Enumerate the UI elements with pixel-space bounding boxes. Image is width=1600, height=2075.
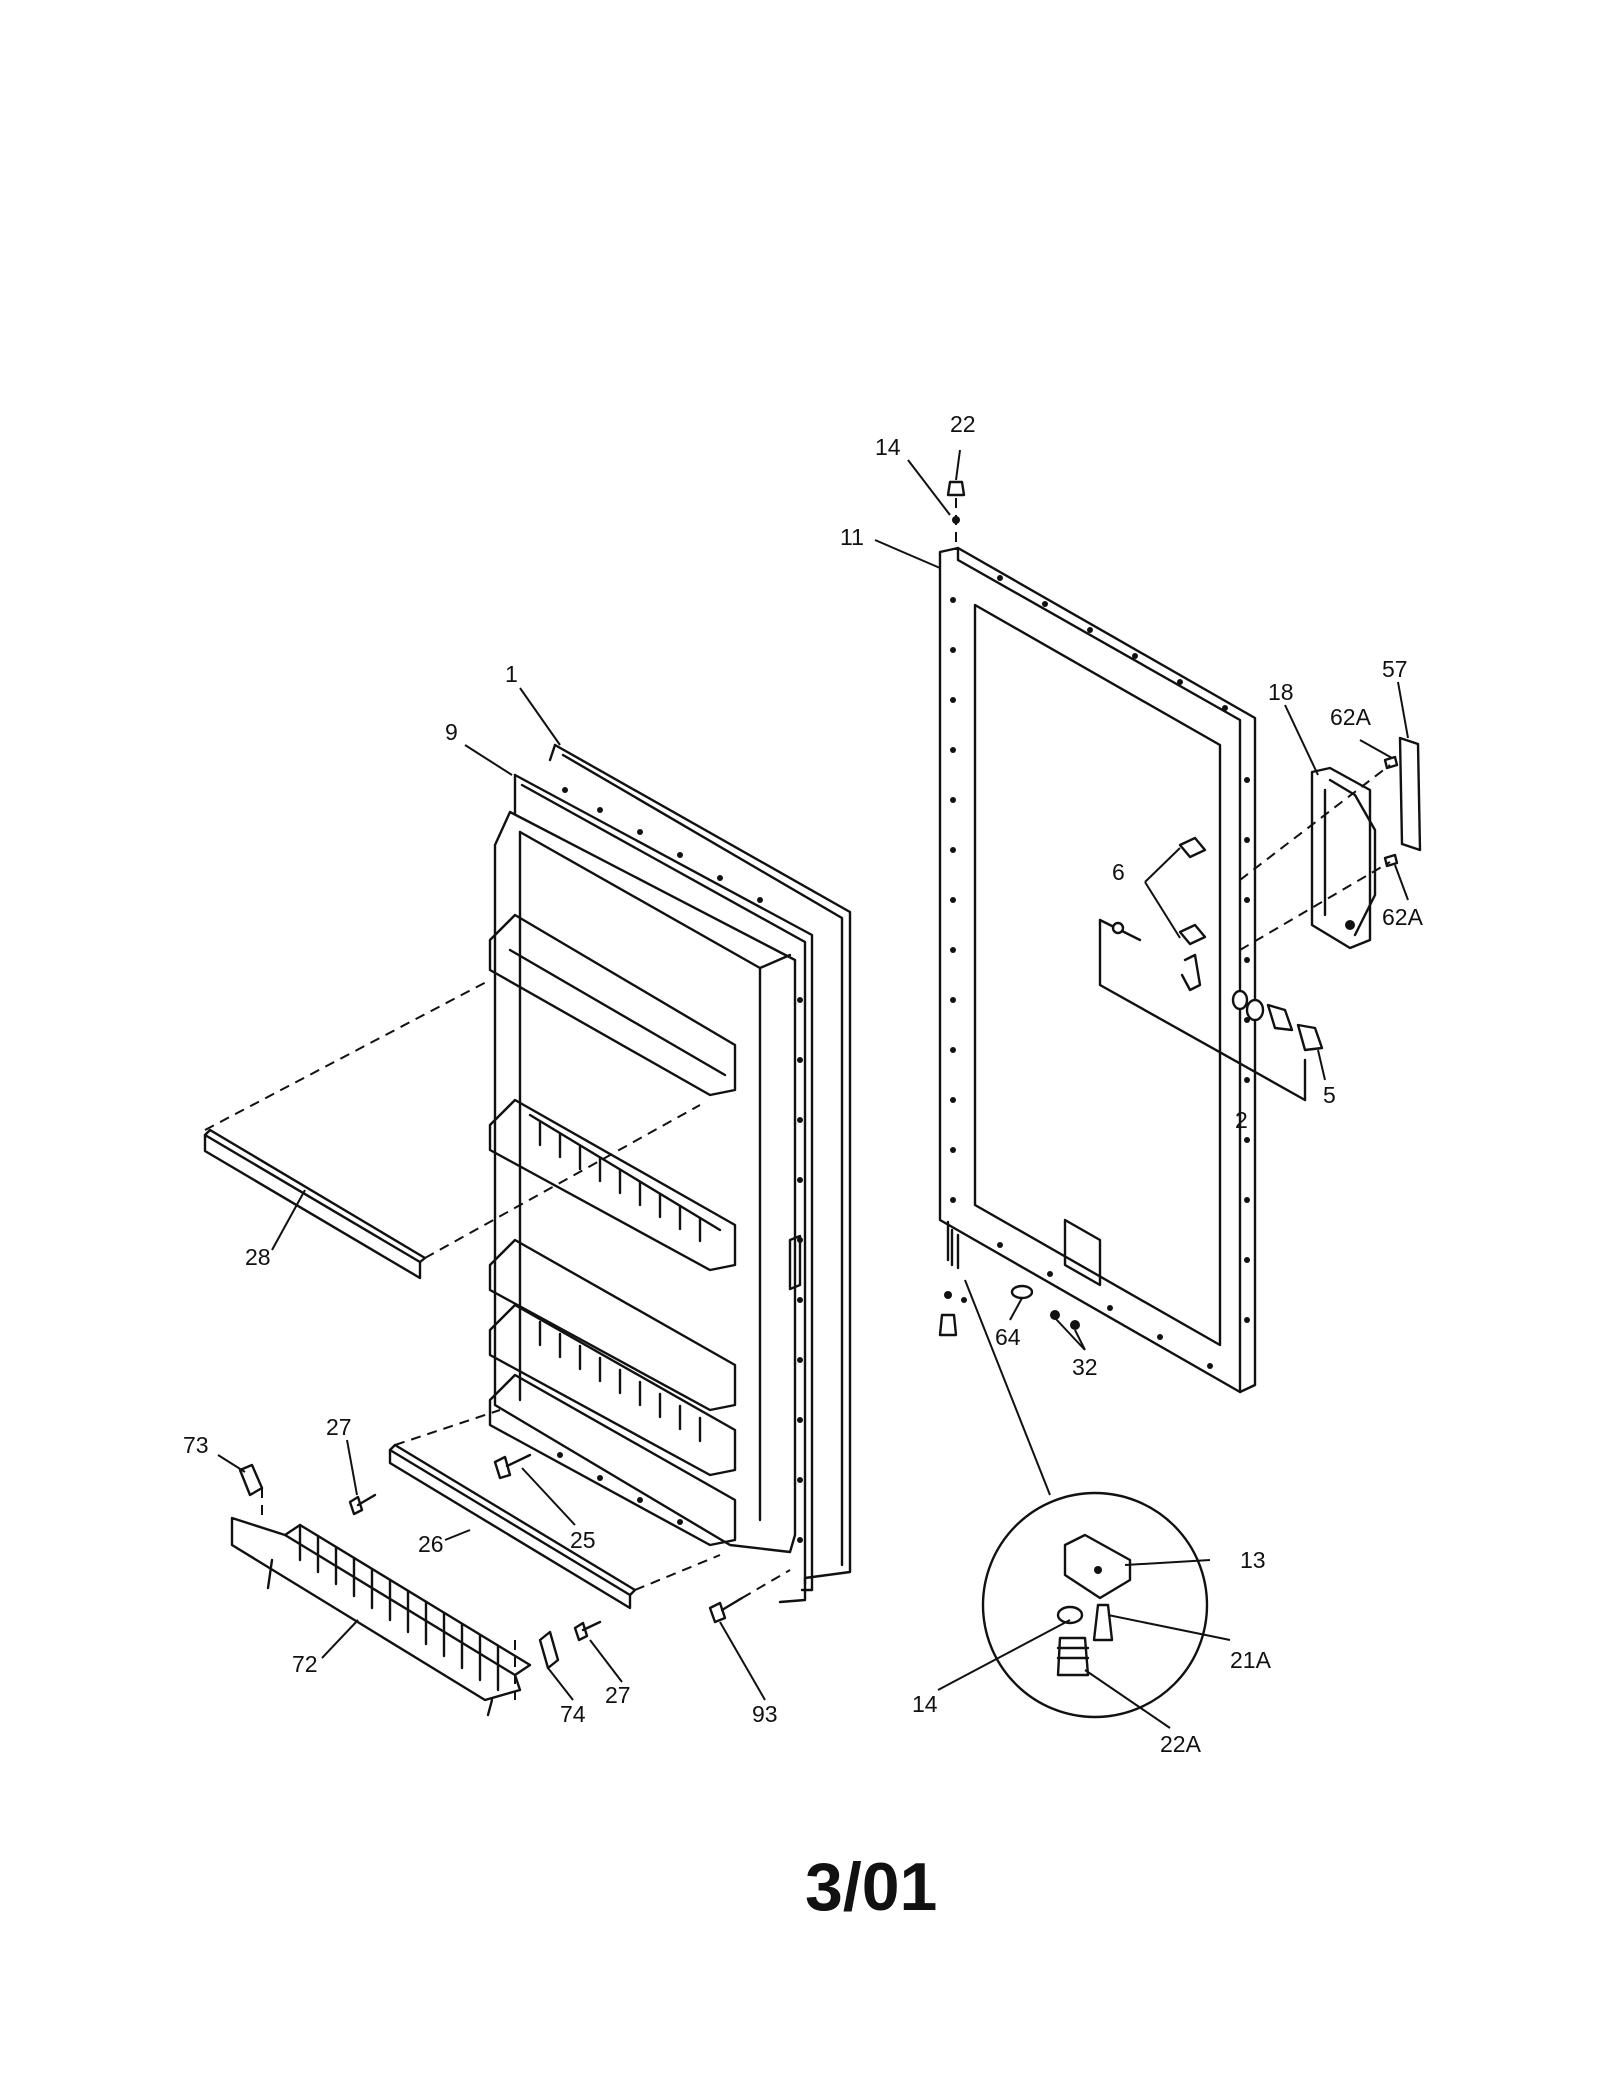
- latch-assembly: [1098, 836, 1324, 1102]
- diagram-date-code: 3/01: [805, 1849, 937, 1925]
- panel-screw-holes: [950, 575, 1250, 1369]
- callout-18: 18: [1268, 679, 1294, 705]
- shelf-bar: [203, 979, 701, 1280]
- callout-1: 1: [505, 661, 518, 687]
- breaker-strip: [513, 773, 814, 1592]
- callout-22A: 22A: [1160, 1731, 1202, 1757]
- door-basket: [230, 1488, 532, 1717]
- callout-9: 9: [445, 719, 458, 745]
- callout-25: 25: [570, 1527, 596, 1553]
- handle-trim: [1398, 736, 1422, 852]
- callout-28: 28: [245, 1244, 271, 1270]
- basket-bracket-left: [238, 1463, 264, 1497]
- door-gasket: [553, 743, 852, 1604]
- callout-27a: 27: [326, 1414, 352, 1440]
- callout-13: 13: [1240, 1547, 1266, 1573]
- liner-screw-holes: [557, 787, 803, 1543]
- callout-93: 93: [752, 1701, 778, 1727]
- door-handle: [1310, 766, 1377, 950]
- outer-door-panel: [938, 546, 1257, 1394]
- callout-14b: 14: [912, 1691, 938, 1717]
- top-hinge-pin: [946, 480, 966, 550]
- bottom-shelf-bar: [388, 1409, 721, 1610]
- callout-leaders: [217, 449, 1409, 1729]
- callout-57: 57: [1382, 656, 1408, 682]
- door-liner: [493, 810, 797, 1554]
- door-shelves: [488, 913, 737, 1547]
- callout-14a: 14: [875, 434, 901, 460]
- bottom-hinge-parts: [938, 1220, 1080, 1337]
- door-screws: [348, 1453, 791, 1642]
- hinge-detail-view: [964, 1279, 1209, 1719]
- callout-32: 32: [1072, 1354, 1098, 1380]
- callout-73: 73: [183, 1432, 209, 1458]
- callout-74: 74: [560, 1701, 586, 1727]
- callout-5: 5: [1323, 1082, 1336, 1108]
- callout-62A-top: 62A: [1330, 704, 1372, 730]
- callout-21A: 21A: [1230, 1647, 1272, 1673]
- callout-72: 72: [292, 1651, 318, 1677]
- callout-64: 64: [995, 1324, 1021, 1350]
- callout-labels: 1 9 28 27 73 26 25 72 74 27 93 14 22 11 …: [183, 411, 1424, 1757]
- callout-62A-bottom: 62A: [1382, 904, 1424, 930]
- callout-11: 11: [840, 524, 864, 550]
- door-liner-assembly: [488, 743, 852, 1604]
- basket-bracket-right: [538, 1630, 560, 1670]
- callout-27b: 27: [605, 1682, 631, 1708]
- callout-2: 2: [1235, 1107, 1248, 1133]
- callout-26: 26: [418, 1531, 444, 1557]
- callout-6: 6: [1112, 859, 1125, 885]
- callout-22: 22: [950, 411, 976, 437]
